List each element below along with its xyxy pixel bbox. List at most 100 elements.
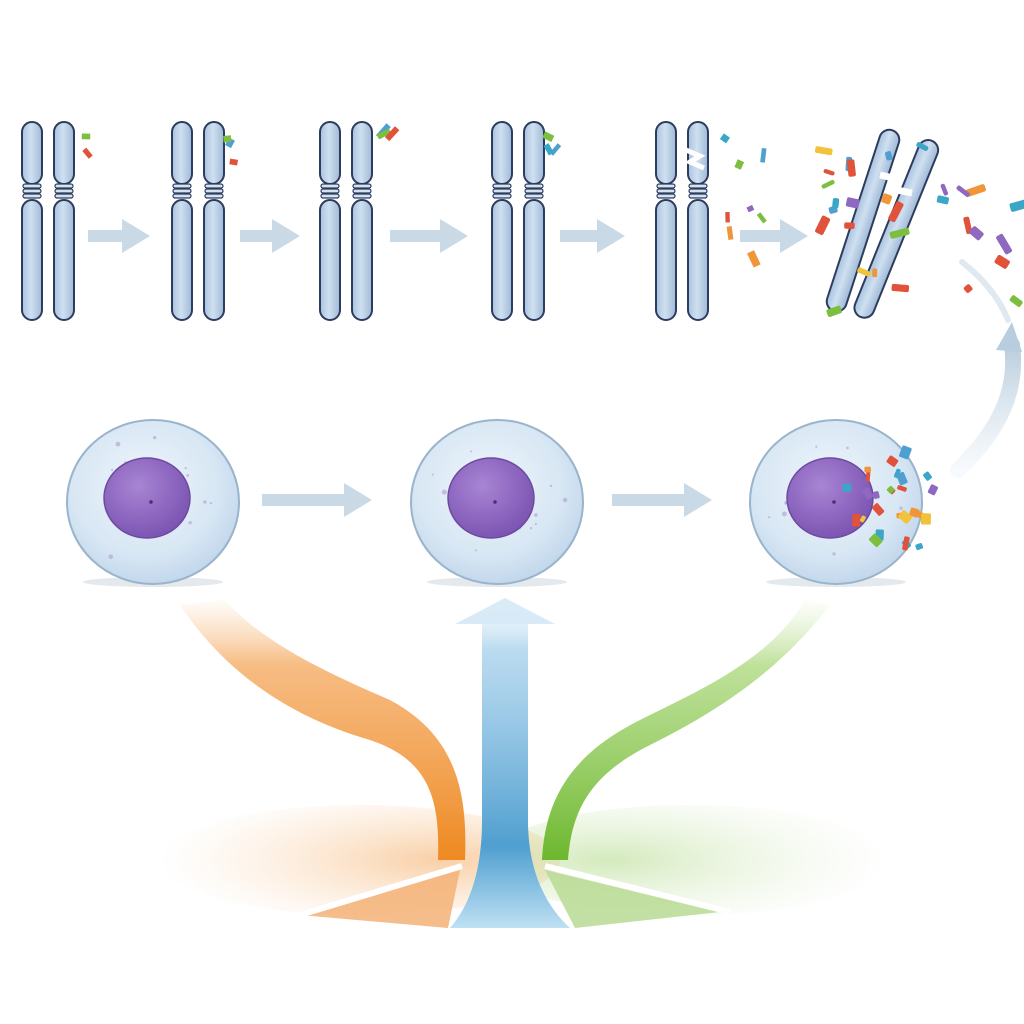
- cell-fragment: [915, 543, 924, 551]
- damage-fragment: [229, 158, 239, 166]
- cytoplasm-speck: [562, 497, 568, 503]
- stream-green: [542, 600, 830, 860]
- cell-fragment: [896, 471, 908, 486]
- stream-blue-arrowhead: [455, 598, 555, 624]
- cell-fragment: [862, 487, 874, 500]
- damage-fragment: [823, 169, 835, 176]
- damage-fragment: [82, 147, 93, 159]
- damage-fragment: [996, 233, 1013, 255]
- cell-fragment: [902, 536, 910, 551]
- cytoplasm-speck: [111, 468, 114, 471]
- chromatid-left: [319, 121, 341, 321]
- chromatid-right: [523, 121, 545, 321]
- cell-stage-1: [66, 419, 240, 587]
- cytoplasm-speck: [781, 511, 787, 517]
- damage-fragment: [821, 179, 835, 189]
- damage-fragment: [719, 133, 731, 144]
- damage-fragment: [994, 254, 1010, 269]
- chromosome-pair-stage-4: [491, 121, 562, 321]
- cell-fragment: [886, 455, 899, 467]
- damage-fragment: [756, 212, 767, 224]
- cytoplasm-speck: [108, 554, 114, 559]
- damage-fragment: [845, 197, 860, 209]
- cytoplasm-speck: [899, 506, 903, 510]
- damage-fragment: [734, 159, 745, 170]
- damage-fragment: [888, 201, 904, 223]
- stream-blue: [450, 598, 570, 928]
- damage-fragment: [891, 283, 910, 293]
- cell-fragment: [898, 510, 913, 524]
- cell-fragment: [920, 513, 931, 525]
- arrow-row: [88, 219, 808, 517]
- damage-fragment: [223, 135, 232, 143]
- cytoplasm-speck: [846, 446, 849, 450]
- damage-fragment: [844, 222, 855, 229]
- damage-fragment: [760, 147, 767, 163]
- cytoplasm-speck: [549, 484, 553, 488]
- cell-stage-3: [749, 419, 939, 587]
- pool-orange-wedge: [300, 870, 460, 928]
- curved-arrow-head: [996, 322, 1022, 352]
- chromatid-left: [21, 121, 43, 321]
- chromosome-arrow-2: [240, 219, 300, 253]
- cell-fragment: [923, 471, 932, 481]
- cytoplasm-speck: [186, 474, 190, 477]
- cell-fragment: [886, 485, 895, 494]
- cell-fragment: [897, 485, 907, 492]
- chromatid-left: [491, 121, 513, 321]
- curved-arrow: [950, 259, 1022, 478]
- nucleus: [103, 457, 191, 539]
- damage-fragment: [889, 227, 910, 239]
- damage-fragment: [815, 215, 831, 236]
- pool-green-wedge: [545, 870, 720, 928]
- damage-fragment: [747, 250, 761, 268]
- damage-fragment: [846, 159, 856, 177]
- chromosome-arrow-3: [390, 219, 468, 253]
- pool-divider-right: [544, 863, 731, 915]
- chromosome-pair-stage-3: [319, 121, 400, 321]
- chromatid-right: [53, 121, 75, 321]
- chromatid-left: [171, 121, 193, 321]
- chromosome-pair-stage-6: [814, 128, 1024, 319]
- damage-fragment: [936, 195, 949, 205]
- chromosome-arrow-1: [88, 219, 150, 253]
- damage-fragment: [965, 184, 986, 197]
- cytoplasm-speck: [115, 441, 121, 447]
- damage-fragment: [963, 284, 973, 293]
- damage-fragment: [1009, 198, 1024, 212]
- damage-fragment: [872, 268, 878, 278]
- damage-fragment: [881, 193, 893, 205]
- cell-fragment: [893, 468, 901, 479]
- cytoplasm-speck: [209, 502, 213, 505]
- damage-fragment: [542, 131, 555, 142]
- damage-fragment: [956, 185, 970, 198]
- damage-fragment: [940, 183, 949, 196]
- damage-fragment: [376, 128, 392, 140]
- cytoplasm-speck: [534, 513, 538, 517]
- chromosome-pair-stage-1: [21, 121, 93, 321]
- chromatid-right: [203, 121, 225, 321]
- chromosome-arrow-4: [560, 219, 625, 253]
- cytoplasm-speck: [441, 489, 447, 495]
- damage-fragment: [857, 267, 871, 277]
- stream-orange: [180, 600, 466, 860]
- cell-fragment: [899, 445, 912, 460]
- chromosome-pair-stage-5: [655, 121, 767, 321]
- cytoplasm-speck: [832, 552, 836, 556]
- damage-fragment: [81, 133, 91, 140]
- cell-arrow-1: [262, 483, 372, 517]
- damage-fragment: [916, 142, 929, 152]
- break-mark: [879, 171, 913, 197]
- nucleolus: [493, 500, 497, 504]
- cytoplasm-speck: [431, 473, 434, 476]
- cytoplasm-speck: [474, 549, 477, 552]
- chromatid-right: [351, 121, 373, 321]
- damage-fragment: [726, 226, 734, 240]
- cell-row: [66, 419, 939, 587]
- cell-fragment: [842, 483, 852, 492]
- pool-divider-left: [289, 863, 463, 921]
- damage-fragment: [969, 226, 984, 241]
- damage-fragment: [832, 197, 840, 209]
- damage-fragment: [725, 212, 730, 223]
